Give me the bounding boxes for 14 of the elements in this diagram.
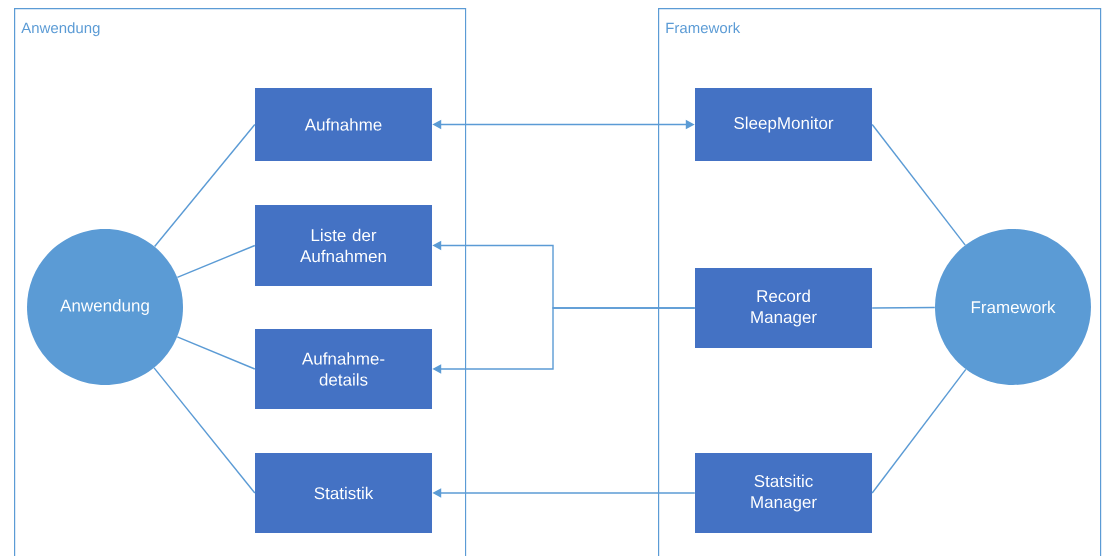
connector — [153, 367, 256, 494]
connector — [176, 336, 256, 370]
process-box: Aufnahme — [255, 88, 432, 161]
process-box: Liste der Aufnahmen — [255, 205, 432, 286]
process-box: Statsitic Manager — [695, 453, 872, 533]
process-box: Statistik — [255, 453, 432, 533]
process-box: SleepMonitor — [695, 88, 872, 161]
connector — [176, 244, 256, 278]
connector — [153, 123, 256, 248]
connector — [871, 306, 936, 309]
connector — [871, 368, 967, 494]
process-box: Aufnahme- details — [255, 329, 432, 409]
process-box: Record Manager — [695, 268, 872, 348]
connector — [871, 123, 966, 246]
